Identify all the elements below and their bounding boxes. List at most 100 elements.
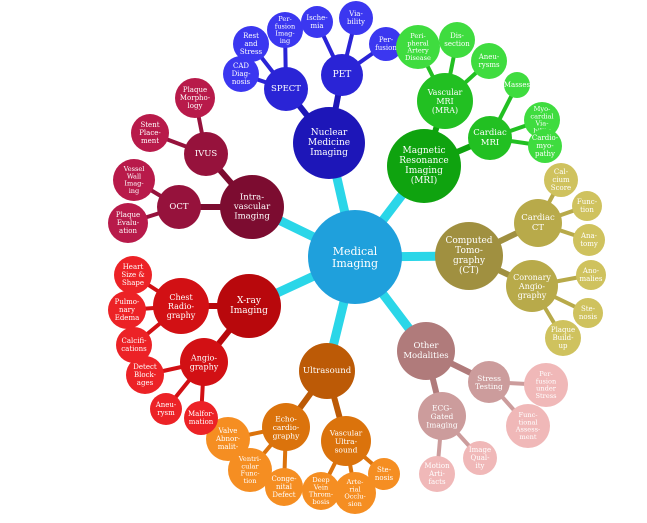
xray-chest-leaf-2-circle — [116, 327, 152, 363]
ct-cardiac-leaf-2-label: Ana-tomy — [580, 232, 598, 248]
ultra-echo-leaf-0-circle — [206, 417, 250, 461]
ct-coronary-leaf-2-circle — [545, 320, 581, 356]
ivus-ivus-node-label: IVUS — [195, 149, 218, 159]
ultra-branch-node-label: Ultrasound — [303, 366, 352, 376]
ct-cardiac-leaf-1: Func-tion — [572, 191, 602, 221]
ivus-oct-node-circle — [157, 185, 201, 229]
ultra-echo-leaf-1-circle — [228, 448, 272, 492]
other-ecg-node-circle — [418, 392, 466, 440]
xray-chest-node-circle — [153, 278, 209, 334]
ultra-branch-node-circle — [299, 343, 355, 399]
nuclear-pet-leaf-1: Via-bility — [339, 1, 373, 35]
ct-cardiac-leaf-1-label: Func-tion — [577, 198, 598, 214]
other-stress-node-circle — [468, 361, 510, 403]
mri-cardiac-leaf-2-circle — [528, 129, 562, 163]
ct-coronary-leaf-1-circle — [573, 298, 603, 328]
nuclear-spect-node-circle — [264, 67, 308, 111]
nuclear-pet-node: PET — [321, 54, 363, 96]
nuclear-spect-node-label: SPECT — [271, 84, 301, 94]
ultra-branch-node: Ultrasound — [299, 343, 355, 399]
ivus-oct-node: OCT — [157, 185, 201, 229]
nuclear-pet-node-circle — [321, 54, 363, 96]
ultra-echo-node-label: Echo-cardio-graphy — [273, 414, 300, 440]
ct-cardiac-leaf-1-circle — [572, 191, 602, 221]
other-ecg-leaf-0-circle — [463, 441, 497, 475]
xray-branch-node-circle — [217, 274, 281, 338]
mri-vascular-leaf-2-label: Aneu-rysms — [478, 53, 500, 69]
mri-cardiac-leaf-0-circle — [504, 72, 530, 98]
xray-chest-leaf-2-label: Calcifi-cations — [121, 337, 147, 353]
nuclear-spect-node: SPECT — [264, 67, 308, 111]
nuclear-pet-leaf-1-circle — [339, 1, 373, 35]
ultra-vascular-leaf-2-label: Ste-nosis — [375, 466, 394, 482]
mri-vascular-node-circle — [417, 73, 473, 129]
ct-cardiac-leaf-2-circle — [573, 224, 605, 256]
xray-chest-leaf-2: Calcifi-cations — [116, 327, 152, 363]
nuclear-pet-leaf-0: Ische-mia — [301, 6, 333, 38]
nuclear-pet-leaf-2: Per-fusion — [369, 27, 403, 61]
ivus-oct-node-label: OCT — [169, 202, 188, 212]
ivus-ivus-leaf-0-circle — [175, 78, 215, 118]
nuclear-pet-leaf-2-circle — [369, 27, 403, 61]
ivus-ivus-node-circle — [184, 132, 228, 176]
mri-vascular-leaf-1-circle — [439, 22, 475, 58]
nuclear-spect-leaf-1-circle — [233, 26, 269, 62]
ct-coronary-leaf-1-label: Ste-nosis — [579, 305, 598, 321]
mri-vascular-leaf-2-circle — [471, 43, 507, 79]
nuclear-pet-leaf-1-label: Via-bility — [347, 10, 365, 26]
mri-cardiac-leaf-0: Masses — [504, 72, 531, 98]
ivus-branch-node-circle — [220, 175, 284, 239]
mri-branch-node-circle — [387, 129, 461, 203]
xray-angio-leaf-1-label: Aneu-rysm — [155, 401, 177, 417]
